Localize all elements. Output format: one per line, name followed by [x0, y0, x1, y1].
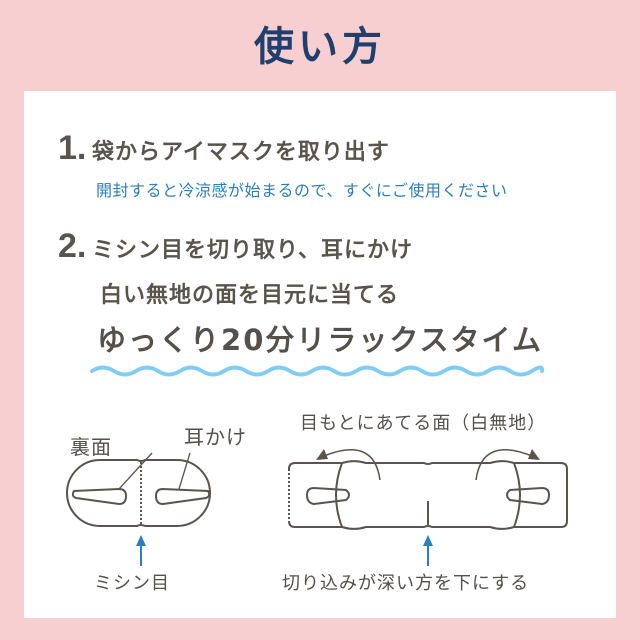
ear-loop-label: 耳かけ — [184, 425, 247, 449]
face-side-label: 目もとにあてる面（白無地） — [300, 413, 547, 434]
step-1-text: 袋からアイマスクを取り出す — [91, 140, 390, 165]
instructions-panel: 1. 袋からアイマスクを取り出す 開封すると冷涼感が始まるので、すぐにご使用くだ… — [24, 91, 616, 618]
illustrations — [66, 365, 569, 566]
curved-arrow-right-icon — [528, 449, 540, 460]
mask-back-diagram — [66, 452, 211, 527]
arrow-up-icon — [136, 535, 146, 566]
curved-arrow-left-icon — [316, 449, 328, 460]
step-2-line2: 白い無地の面を目元に当てる — [100, 283, 400, 308]
step-2: 2. ミシン目を切り取り、耳にかけ — [58, 227, 413, 266]
perforation-label: ミシン目 — [94, 573, 170, 594]
wave-divider — [90, 365, 545, 377]
step-1-note: 開封すると冷涼感が始まるので、すぐにご使用ください — [96, 181, 508, 200]
back-side-label: 裏面 — [70, 435, 112, 459]
arrow-up-icon — [423, 535, 433, 566]
relax-tagline: ゆっくり20分リラックスタイム — [97, 323, 543, 357]
step-2-number: 2. — [58, 227, 87, 265]
step-2-line1: ミシン目を切り取り、耳にかけ — [91, 238, 414, 263]
mask-front-diagram — [288, 449, 569, 530]
page-title: 使い方 — [254, 24, 386, 70]
step-1-number: 1. — [58, 129, 87, 167]
step-1: 1. 袋からアイマスクを取り出す — [58, 129, 390, 168]
deep-cut-down-label: 切り込みが深い方を下にする — [282, 573, 530, 594]
